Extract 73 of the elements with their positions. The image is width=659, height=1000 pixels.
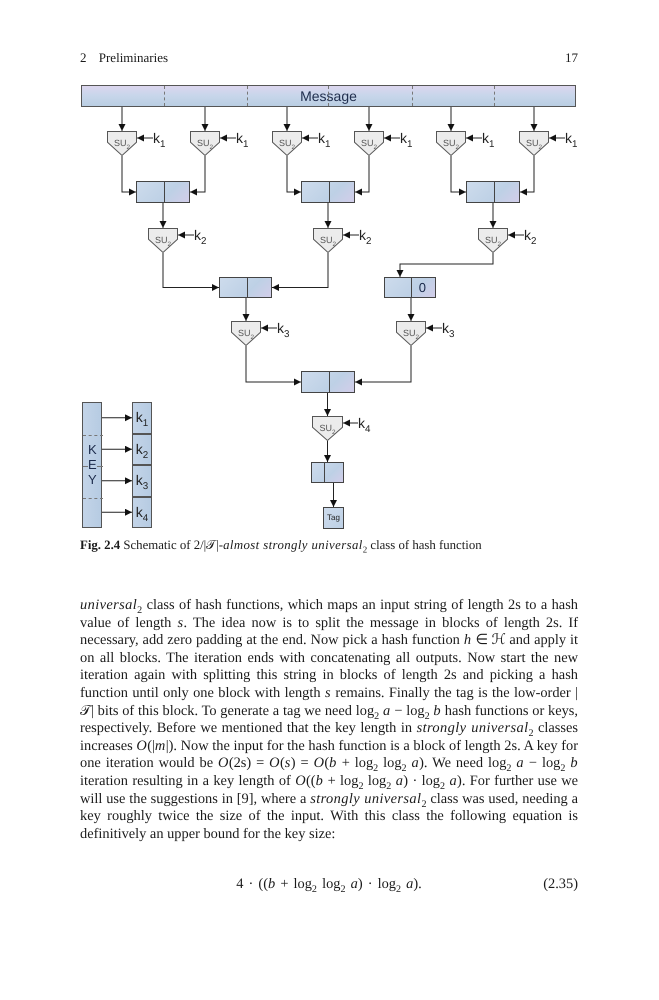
figure-caption: Fig. 2.4 Schematic of 2/|𝒯|-almost strongly universal$_{2}$ class of hash function: [80, 538, 482, 553]
key-label: k$_{3}$: [442, 320, 459, 336]
arrow: [102, 446, 132, 453]
arrow: [118, 106, 126, 132]
arrow: [530, 106, 538, 132]
arrow: [508, 232, 524, 238]
arrow: [426, 324, 442, 332]
message-bar: Message: [81, 85, 576, 107]
arrow: [246, 346, 302, 386]
arrow: [160, 202, 166, 228]
arrow: [286, 156, 302, 196]
arrow: [342, 232, 360, 238]
arrow: [302, 134, 318, 142]
concat-block: [301, 371, 355, 393]
key-label: k$_{1}$: [236, 130, 253, 146]
arrow: [162, 252, 220, 291]
arrow: [220, 134, 236, 142]
arrow: [284, 106, 290, 132]
concat-block: [466, 181, 520, 203]
key-label: k$_{1}$: [153, 130, 170, 146]
padding-block: 0: [384, 277, 436, 298]
key-label: k$_{2}$: [359, 227, 376, 243]
arrow: [342, 420, 358, 426]
arrow: [548, 134, 566, 142]
arrow: [490, 202, 496, 228]
arrow: [102, 414, 132, 422]
arrow: [520, 156, 534, 196]
key-label: k$_{2}$: [524, 227, 541, 243]
arrow: [354, 346, 412, 386]
key-cell: k$_{4}$: [132, 496, 152, 528]
key-cell: k$_{1}$: [132, 402, 152, 434]
key-label: k$_{2}$: [194, 227, 211, 243]
equation: 4 · ((b + log$_{2}$ log$_{2}$ a) · log$_{2}$ a).: [236, 876, 422, 893]
arrow: [178, 232, 194, 238]
arrow: [122, 156, 136, 196]
key-block: K E Y: [82, 402, 102, 528]
arrow: [136, 134, 154, 142]
arrow: [384, 134, 400, 142]
arrow: [260, 324, 278, 332]
arrow: [354, 156, 370, 196]
key-label: k$_{1}$: [565, 130, 582, 146]
arrow: [242, 298, 250, 322]
arrow: [102, 477, 132, 484]
arrow: [324, 202, 332, 228]
arrow: [466, 134, 482, 142]
arrow: [190, 156, 206, 196]
arrow: [102, 508, 132, 516]
arrow: [202, 106, 208, 132]
key-label: k$_{1}$: [482, 130, 499, 146]
concat-block: [301, 181, 355, 203]
arrow: [448, 106, 454, 132]
concat-block: [136, 181, 190, 203]
arrow: [450, 156, 466, 196]
arrow: [330, 482, 337, 508]
arrow: [408, 298, 414, 322]
key-cell: k$_{2}$: [132, 434, 152, 465]
key-label: k$_{1}$: [318, 130, 335, 146]
key-label: k$_{1}$: [400, 130, 417, 146]
key-label: k$_{4}$: [358, 415, 375, 431]
arrow: [366, 106, 372, 132]
arrow: [272, 252, 328, 291]
equation-number: (2.35): [543, 876, 578, 893]
page-number: 17: [565, 50, 578, 66]
running-header: 2 Preliminaries: [80, 50, 168, 66]
arrow: [324, 440, 331, 462]
arrow: [324, 392, 331, 416]
tag-box: Tag: [323, 507, 344, 529]
arrow: [396, 252, 494, 278]
key-cell: k$_{3}$: [132, 465, 152, 496]
body-paragraph: universal$_{2}$ class of hash functions, which maps an input string of length 2s to a hash value of length s. The idea now is to split the message in blocks of length 2s. If necessary, add zero padding at the end. Now pick a hash function h ∈ ℋ and apply it on all blocks. The iteration ends with concatenating all outputs. Now start the new iteration again with splitting this string in blocks of length 2s and picking a hash function until only one block with length s remains. Finally the tag is the low-order |𝒯| bits of this block. To generate a tag we need log$_{2}$ a − log$_{2}$ b hash functions or keys, respectively. Before we mentioned that the key length in strongly universal$_{2}$ classes increases O(|m|). Now the input for the hash function is a block of length 2s. A key for one iteration would be O(2s) = O(s) = O(b + log$_{2}$ log$_{2}$ a). We need log$_{2}$ a − log$_{2}$ b iteration resulting in a key length of O((b + log$_{2}$ log$_{2}$ a) · log$_{2}$ a). For further use we will use the suggestions in [9], where a strongly universal$_{2}$ class was used, needing a key roughly twice the size of the input. With this class the following equation is definitively an upper bound for the key size:: [80, 597, 578, 844]
concat-block: [311, 462, 344, 483]
concat-block: [219, 277, 272, 298]
key-label: k$_{3}$: [277, 320, 294, 336]
